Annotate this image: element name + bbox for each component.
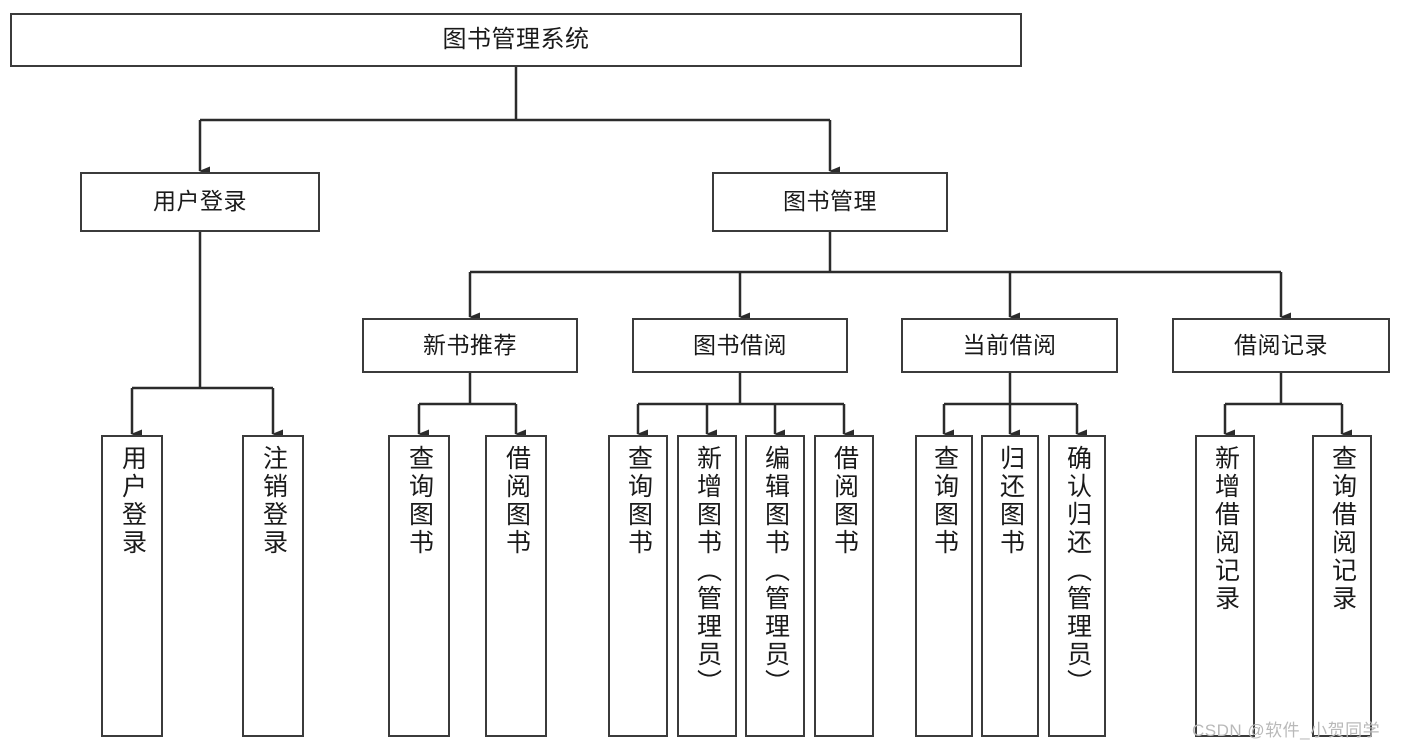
node-n-newrec[interactable]: 新书推荐 bbox=[362, 318, 578, 373]
node-l-cur-2[interactable]: 归还图书 bbox=[981, 435, 1039, 737]
node-n-current[interactable]: 当前借阅 bbox=[901, 318, 1118, 373]
node-label: 编辑图书（管理员） bbox=[761, 445, 790, 697]
node-n-borrow[interactable]: 图书借阅 bbox=[632, 318, 848, 373]
node-label: 图书管理 bbox=[783, 188, 877, 215]
node-l-login-1[interactable]: 用户登录 bbox=[101, 435, 163, 737]
node-label: 当前借阅 bbox=[962, 331, 1057, 358]
node-label: 新增借阅记录 bbox=[1211, 445, 1240, 613]
node-label: 图书借阅 bbox=[693, 331, 787, 358]
node-n-book[interactable]: 图书管理 bbox=[712, 172, 948, 232]
node-label: 确认归还（管理员） bbox=[1063, 445, 1092, 697]
node-l-bor-2[interactable]: 新增图书（管理员） bbox=[677, 435, 737, 737]
node-label: 图书管理系统 bbox=[442, 25, 590, 53]
node-label: 归还图书 bbox=[996, 445, 1025, 557]
node-l-rec-2[interactable]: 查询借阅记录 bbox=[1312, 435, 1372, 737]
node-l-cur-3[interactable]: 确认归还（管理员） bbox=[1048, 435, 1106, 737]
node-label: 用户登录 bbox=[118, 445, 147, 557]
node-label: 借阅图书 bbox=[502, 445, 531, 557]
node-label: 新增图书（管理员） bbox=[693, 445, 722, 697]
node-label: 查询图书 bbox=[624, 445, 653, 557]
node-l-new-2[interactable]: 借阅图书 bbox=[485, 435, 547, 737]
node-label: 查询图书 bbox=[405, 445, 434, 557]
edge-paths bbox=[130, 67, 1352, 439]
node-l-login-2[interactable]: 注销登录 bbox=[242, 435, 304, 737]
csdn-watermark: CSDN @软件_小贺同学 bbox=[1192, 721, 1381, 740]
node-l-bor-3[interactable]: 编辑图书（管理员） bbox=[745, 435, 805, 737]
node-n-records[interactable]: 借阅记录 bbox=[1172, 318, 1390, 373]
node-l-rec-1[interactable]: 新增借阅记录 bbox=[1195, 435, 1255, 737]
node-label: 用户登录 bbox=[153, 188, 247, 215]
node-l-new-1[interactable]: 查询图书 bbox=[388, 435, 450, 737]
node-l-cur-1[interactable]: 查询图书 bbox=[915, 435, 973, 737]
node-n-login[interactable]: 用户登录 bbox=[80, 172, 320, 232]
node-l-bor-1[interactable]: 查询图书 bbox=[608, 435, 668, 737]
node-root[interactable]: 图书管理系统 bbox=[10, 13, 1022, 67]
node-label: 查询借阅记录 bbox=[1328, 445, 1357, 613]
node-label: 注销登录 bbox=[259, 445, 288, 557]
node-label: 新书推荐 bbox=[423, 331, 517, 358]
node-label: 查询图书 bbox=[930, 445, 959, 557]
node-l-bor-4[interactable]: 借阅图书 bbox=[814, 435, 874, 737]
node-label: 借阅记录 bbox=[1234, 331, 1328, 358]
node-label: 借阅图书 bbox=[830, 445, 859, 557]
